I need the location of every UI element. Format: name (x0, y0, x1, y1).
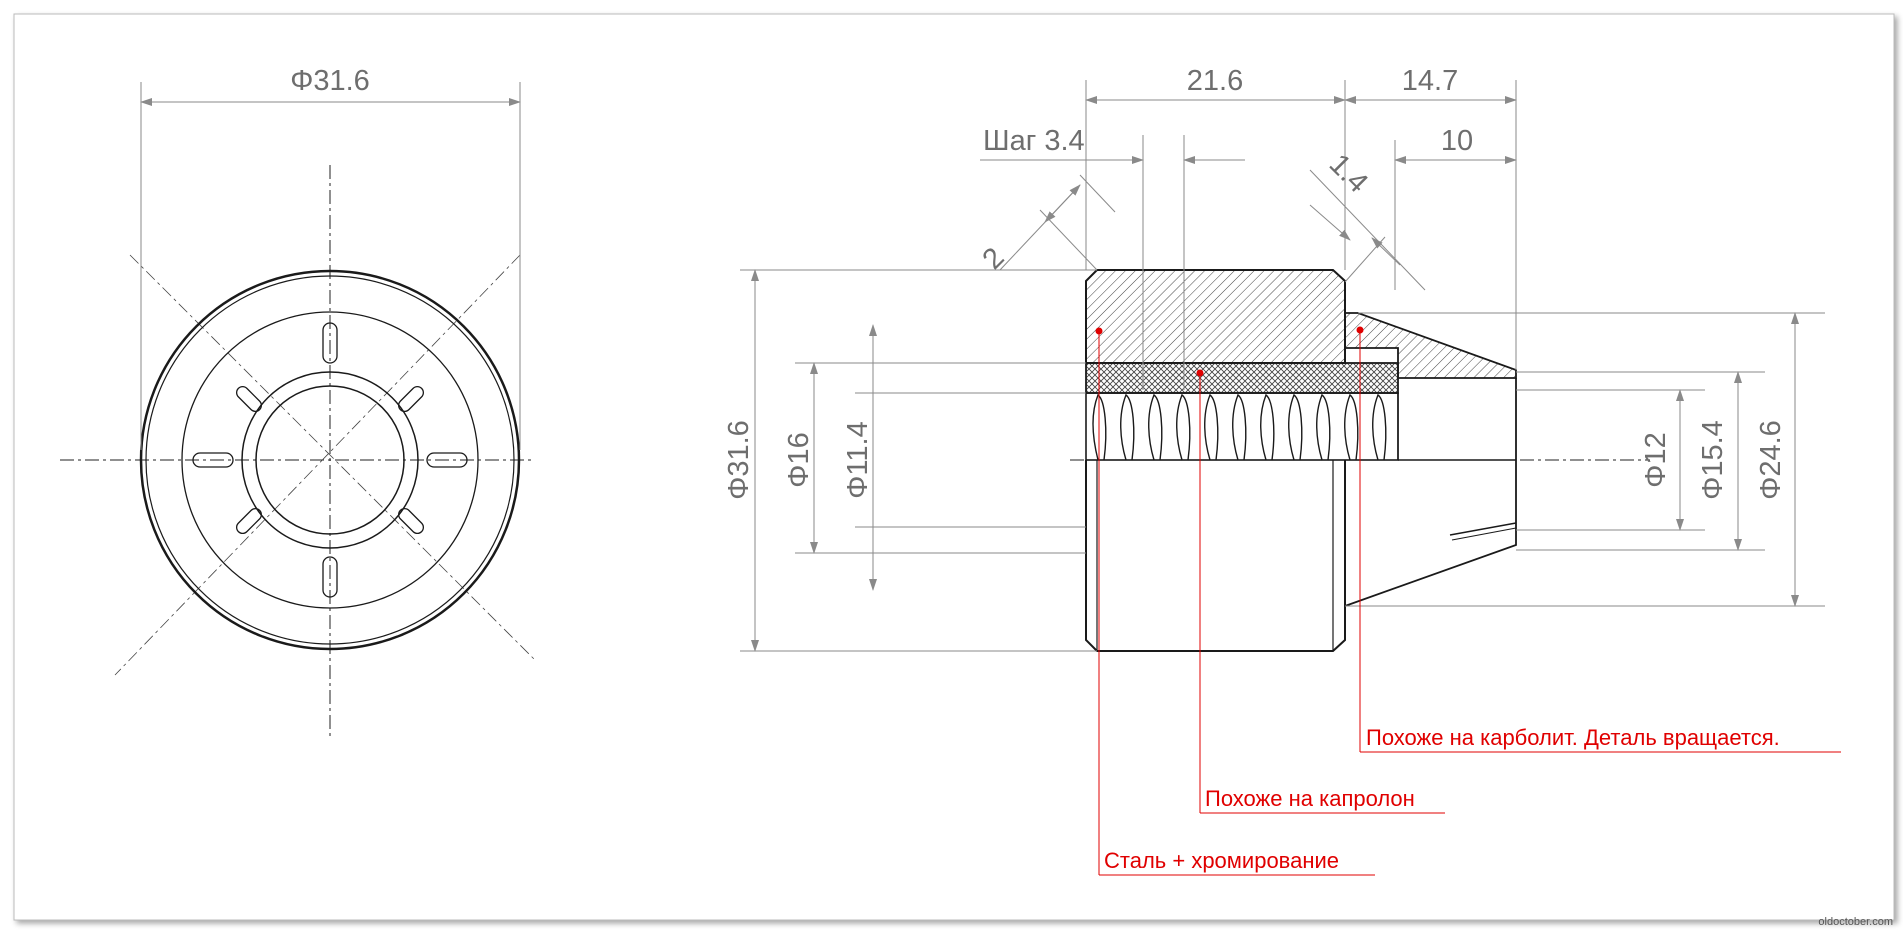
front-diameter-dimension: Φ31.6 (140, 65, 521, 450)
tip-mid-diameter-label: Φ15.4 (1697, 420, 1729, 500)
sheet-frame (13, 13, 1895, 921)
tip-inner-diameter-label: Φ12 (1640, 432, 1672, 487)
kapron-section (1085, 362, 1399, 394)
carbolite-section (1344, 312, 1517, 379)
thread-coils (1092, 393, 1387, 461)
steel-section (1085, 269, 1346, 364)
tip-outer-diameter-label: Φ24.6 (1755, 420, 1787, 500)
annotation-carbolite: Похоже на карболит. Деталь вращается. (1366, 725, 1780, 750)
watermark: oldoctober.com (1818, 916, 1893, 928)
annotation-kapron: Похоже на капролон (1205, 786, 1415, 811)
thread-diameter-label: Φ16 (783, 432, 815, 487)
chamfer-dimensions (999, 169, 1426, 291)
inner-diameter-label: Φ11.4 (842, 421, 874, 498)
right-diameter-dimensions: Φ12 Φ15.4 Φ24.6 (1640, 312, 1799, 607)
outer-diameter-label: Φ31.6 (723, 420, 755, 500)
annotation-leaders (1098, 330, 1841, 876)
top-dimensions: 21.6 14.7 10 Шаг 3.4 (980, 65, 1517, 164)
length-body-label: 21.6 (1187, 65, 1243, 97)
side-view (1070, 269, 1650, 652)
front-diameter-label: Φ31.6 (290, 65, 370, 97)
thread-pitch-label: Шаг 3.4 (983, 125, 1085, 157)
annotation-points (1095, 326, 1364, 377)
length-tip-label: 14.7 (1402, 65, 1458, 97)
annotation-steel: Сталь + хромирование (1104, 848, 1339, 873)
left-diameter-dimensions: Φ31.6 Φ16 Φ11.4 (723, 269, 877, 652)
front-view (60, 165, 536, 740)
length-tip-inner-label: 10 (1441, 125, 1473, 157)
side-extension-lines (740, 80, 1825, 652)
